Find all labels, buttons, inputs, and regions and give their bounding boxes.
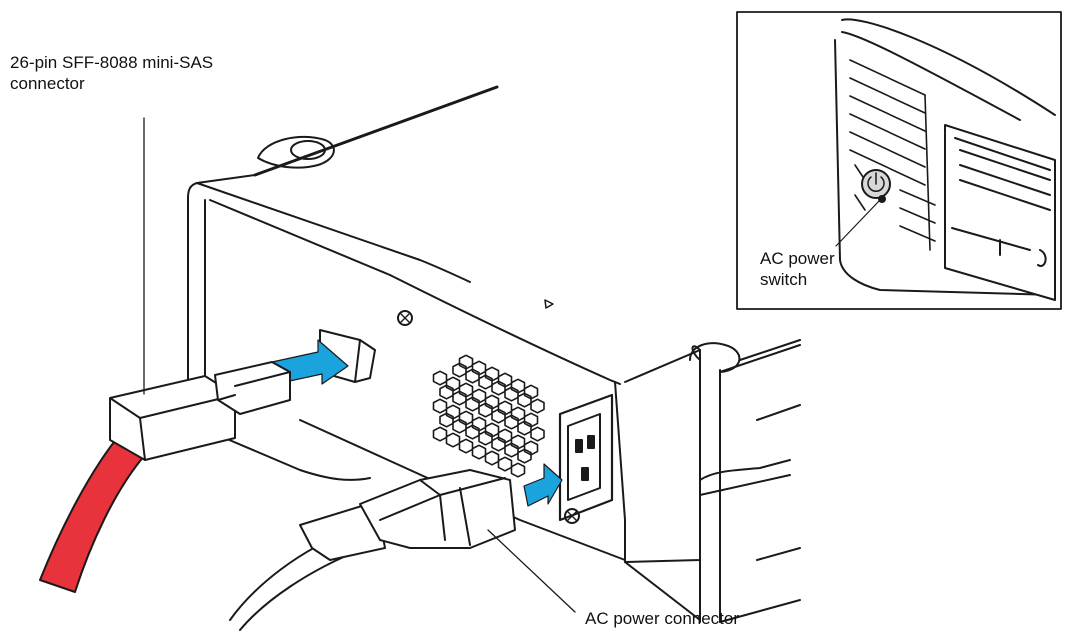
vent-hole (478, 430, 493, 446)
vent-hole (445, 432, 461, 448)
power-icon (861, 169, 891, 203)
vent-hole (484, 394, 500, 410)
vent-hole (439, 412, 454, 428)
vent-hole (432, 426, 448, 442)
vent-hole (510, 434, 526, 450)
vent-hole (458, 382, 474, 398)
sas-connector-label: 26-pin SFF-8088 mini-SAS connector (10, 52, 213, 94)
vent-hole (458, 410, 474, 426)
vent-hole (458, 438, 474, 454)
vent-hole (465, 368, 480, 384)
vent-hole (523, 412, 539, 428)
ac-power-switch-label-line1: AC power (760, 249, 835, 268)
vent-hole (491, 408, 506, 424)
vent-hole (478, 402, 493, 418)
vent-hole (452, 362, 467, 378)
vent-hole (432, 398, 448, 414)
vent-hole (504, 386, 519, 402)
vent-hole (491, 380, 506, 396)
vent-hole (465, 396, 480, 412)
vent-hole (504, 414, 519, 430)
sas-connector-label-line2: connector (10, 74, 85, 93)
vent-hole (471, 444, 487, 460)
vent-hole (497, 428, 513, 444)
ac-power-switch-label-line2: switch (760, 270, 808, 289)
vent-hole (530, 398, 545, 414)
vent-hole (471, 388, 487, 404)
vent-hole (497, 400, 513, 416)
vent-hole (471, 416, 487, 432)
ac-power-cable (229, 469, 516, 631)
vent-hole (523, 440, 539, 456)
vent-hole (445, 404, 461, 420)
vent-hole (517, 392, 532, 408)
ac-inlet (558, 393, 614, 522)
vent-hole (478, 374, 493, 390)
ac-power-connector-label: AC power connector (585, 609, 740, 628)
drive-enclosure (187, 85, 801, 623)
vent-hole (530, 426, 545, 442)
vent-hole (510, 462, 526, 478)
vent-hole (517, 420, 532, 436)
vent-hole (510, 406, 526, 422)
vent-hole (458, 354, 474, 370)
vent-hole (497, 372, 513, 388)
ac-power-switch-label: AC power switch (760, 248, 835, 290)
sas-connector-label-line1: 26-pin SFF-8088 mini-SAS (10, 53, 214, 72)
switch-leader-line (835, 199, 881, 247)
vent-hole (523, 384, 539, 400)
vent-hole (465, 424, 480, 440)
vent-hole (432, 370, 448, 386)
vent-hole (504, 442, 519, 458)
vent-hole (491, 436, 506, 452)
sas-cable (39, 361, 291, 593)
vent-hole (517, 448, 532, 464)
vent-hole (452, 390, 467, 406)
vent-hole (484, 450, 500, 466)
vent-grille (432, 354, 545, 478)
ac-connector-leader-line (487, 529, 576, 613)
vent-hole (484, 366, 500, 382)
insertion-arrow-icon (523, 463, 563, 507)
vent-hole (510, 378, 526, 394)
vent-hole (484, 422, 500, 438)
vent-hole (471, 360, 487, 376)
screw-icon (397, 310, 413, 326)
vent-hole (452, 418, 467, 434)
vent-hole (497, 456, 513, 472)
vent-hole (445, 376, 461, 392)
vent-hole (439, 384, 454, 400)
power-switch-inset (736, 11, 1062, 310)
